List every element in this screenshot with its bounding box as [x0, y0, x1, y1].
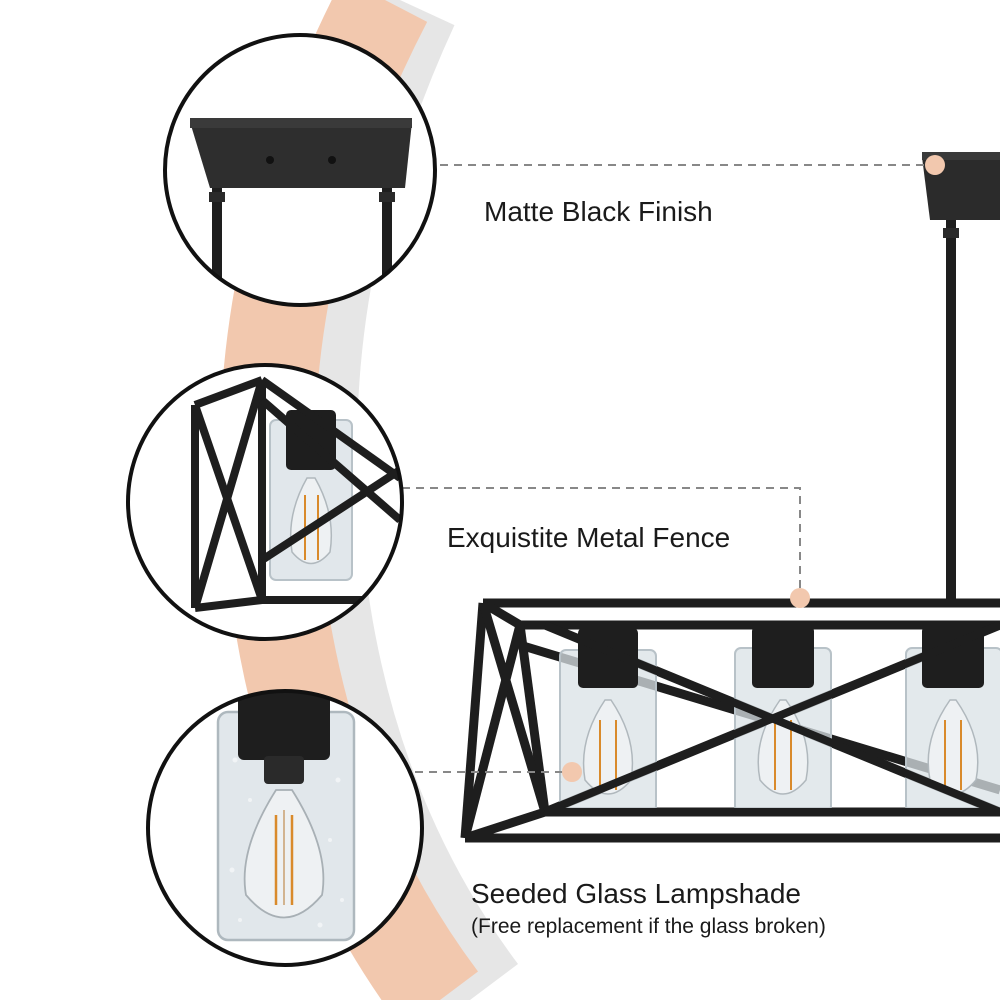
feature-title-fence: Exquistite Metal Fence — [447, 522, 731, 553]
main-downrod — [946, 220, 956, 605]
feature-title-glass: Seeded Glass Lampshade — [471, 878, 801, 909]
detail-circle-canopy — [163, 33, 437, 307]
detail-circle-glass — [146, 689, 424, 967]
callout-dot-finish — [925, 155, 945, 175]
main-lamp-2 — [734, 626, 832, 813]
callout-dot-glass — [562, 762, 582, 782]
feature-note-glass: (Free replacement if the glass broken) — [471, 915, 826, 938]
main-canopy — [922, 157, 1000, 220]
main-lamp-1 — [559, 628, 657, 813]
callout-line-fence — [402, 487, 801, 598]
callouts — [402, 155, 945, 782]
chandelier-main — [460, 152, 1000, 843]
detail-circle-fence — [126, 363, 404, 641]
callout-dot-fence — [790, 588, 810, 608]
feature-title-finish: Matte Black Finish — [484, 196, 713, 227]
